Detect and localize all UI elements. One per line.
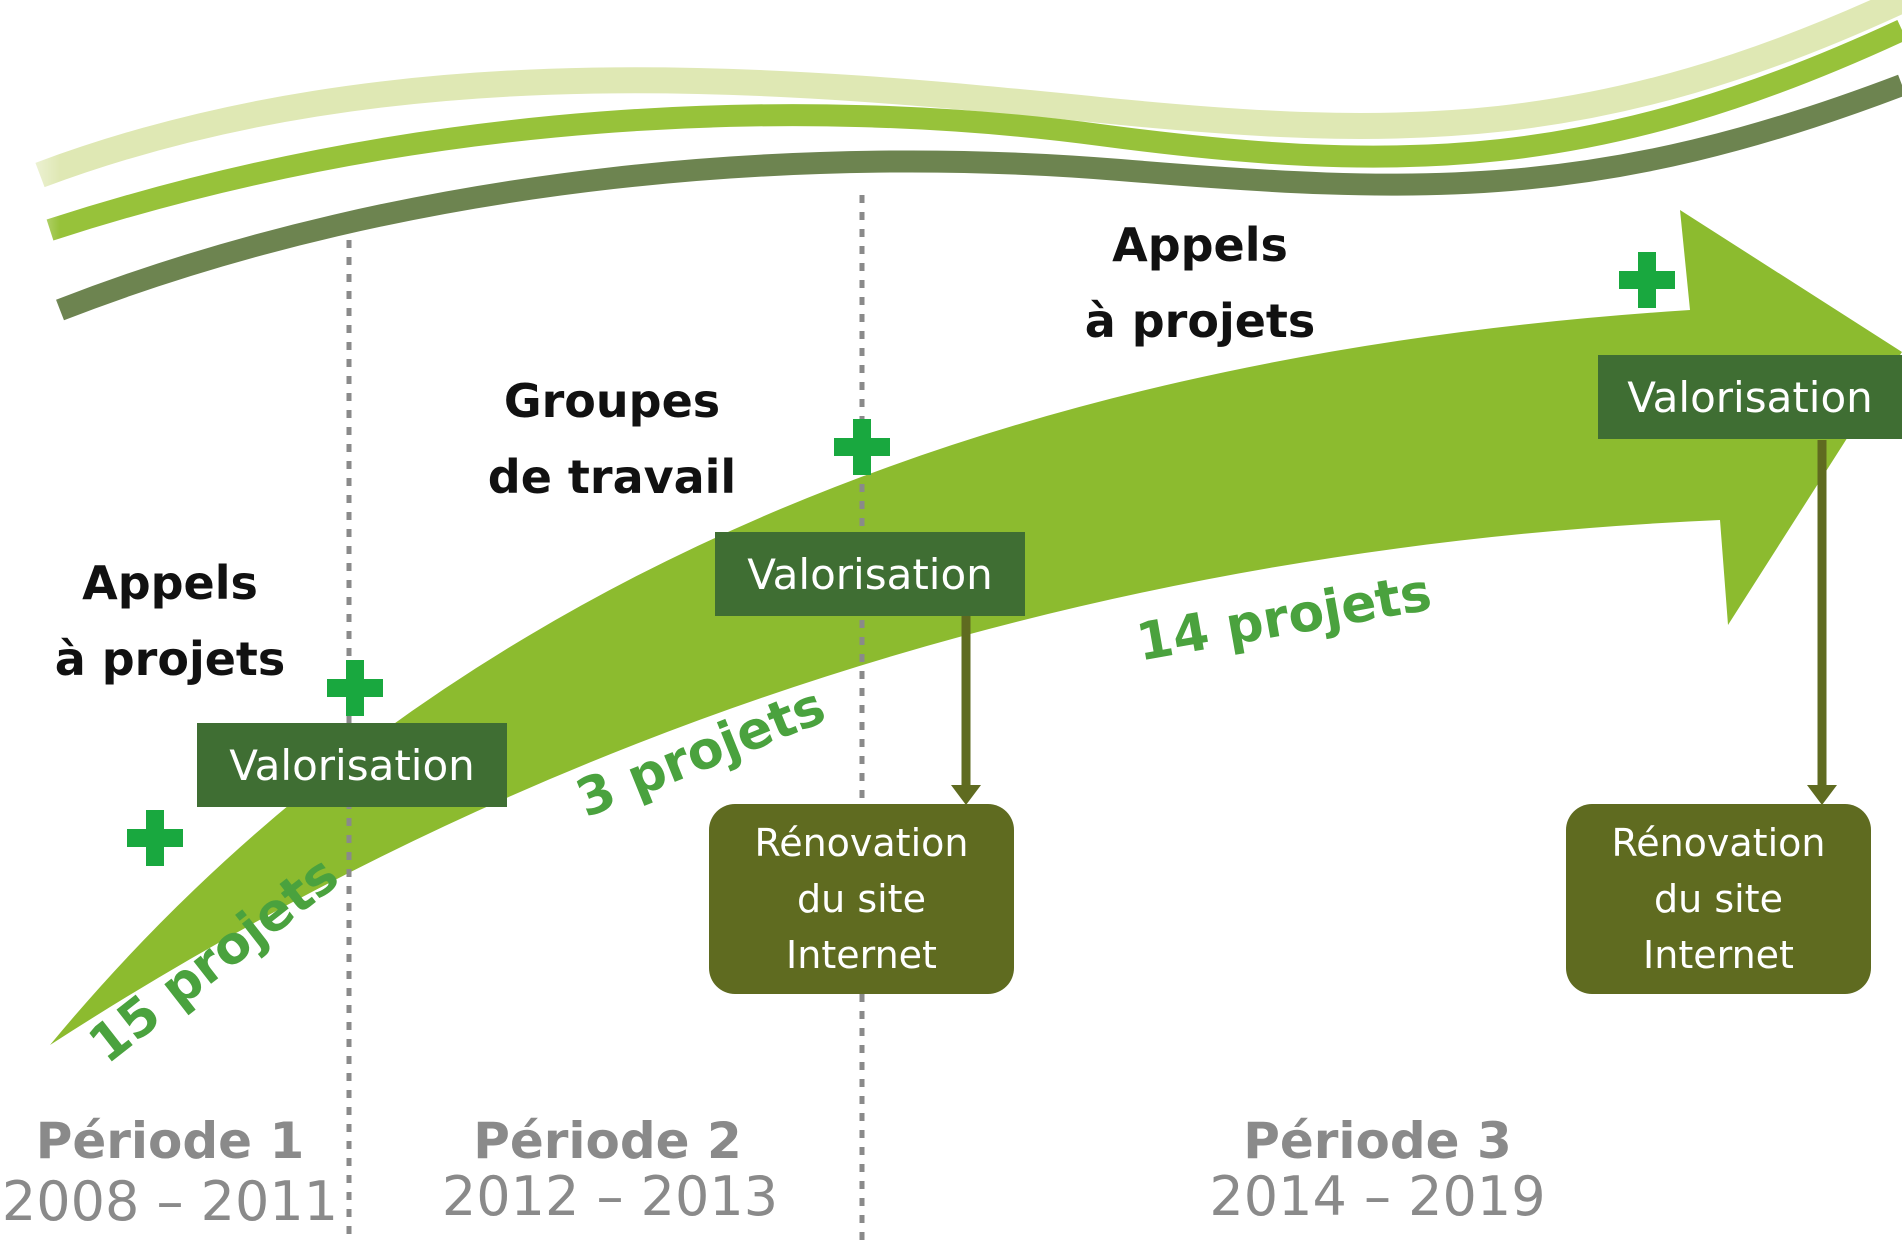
heading-appels-period-3: Appels à projets bbox=[1060, 207, 1340, 359]
period-1-name: Période 1 bbox=[35, 1112, 305, 1170]
plus-icons bbox=[127, 252, 1675, 866]
heading-appels-period-1: Appels à projets bbox=[30, 545, 310, 697]
renovation-box-1: Rénovation du site Internet bbox=[709, 804, 1014, 994]
renovation-line: Internet bbox=[1643, 933, 1794, 977]
heading-groupes-de-travail: Groupes de travail bbox=[462, 363, 762, 515]
plus-icon bbox=[834, 419, 890, 475]
plus-icon bbox=[127, 810, 183, 866]
renovation-line: Internet bbox=[786, 933, 937, 977]
valorisation-box-3: Valorisation bbox=[1598, 355, 1902, 439]
connector-arrowhead-1 bbox=[951, 785, 981, 805]
heading-line: Appels bbox=[1112, 218, 1288, 272]
plus-icon bbox=[1619, 252, 1675, 308]
heading-line: à projets bbox=[1084, 294, 1316, 348]
valorisation-box-2: Valorisation bbox=[715, 532, 1025, 616]
period-2-name: Période 2 bbox=[473, 1112, 742, 1170]
period-3-years: 2014 – 2019 bbox=[1209, 1165, 1546, 1228]
heading-line: Appels bbox=[82, 556, 258, 610]
period-2-years: 2012 – 2013 bbox=[441, 1165, 779, 1228]
period-3-name: Période 3 bbox=[1243, 1112, 1512, 1170]
decorative-swooshes bbox=[0, 0, 1902, 340]
heading-line: à projets bbox=[54, 632, 286, 686]
renovation-line: Rénovation bbox=[754, 821, 969, 865]
connectors bbox=[951, 440, 1837, 805]
renovation-line: Rénovation bbox=[1611, 821, 1826, 865]
connector-arrowhead-2 bbox=[1807, 785, 1837, 805]
renovation-line: du site bbox=[1654, 877, 1783, 921]
valorisation-box-1: Valorisation bbox=[197, 723, 507, 807]
renovation-line: du site bbox=[797, 877, 926, 921]
renovation-box-2: Rénovation du site Internet bbox=[1566, 804, 1871, 994]
period-1-years: 2008 – 2011 bbox=[1, 1170, 339, 1233]
heading-line: de travail bbox=[487, 450, 737, 504]
heading-line: Groupes bbox=[503, 374, 721, 428]
timeline-arrow bbox=[50, 210, 1902, 1045]
plus-icon bbox=[327, 660, 383, 716]
